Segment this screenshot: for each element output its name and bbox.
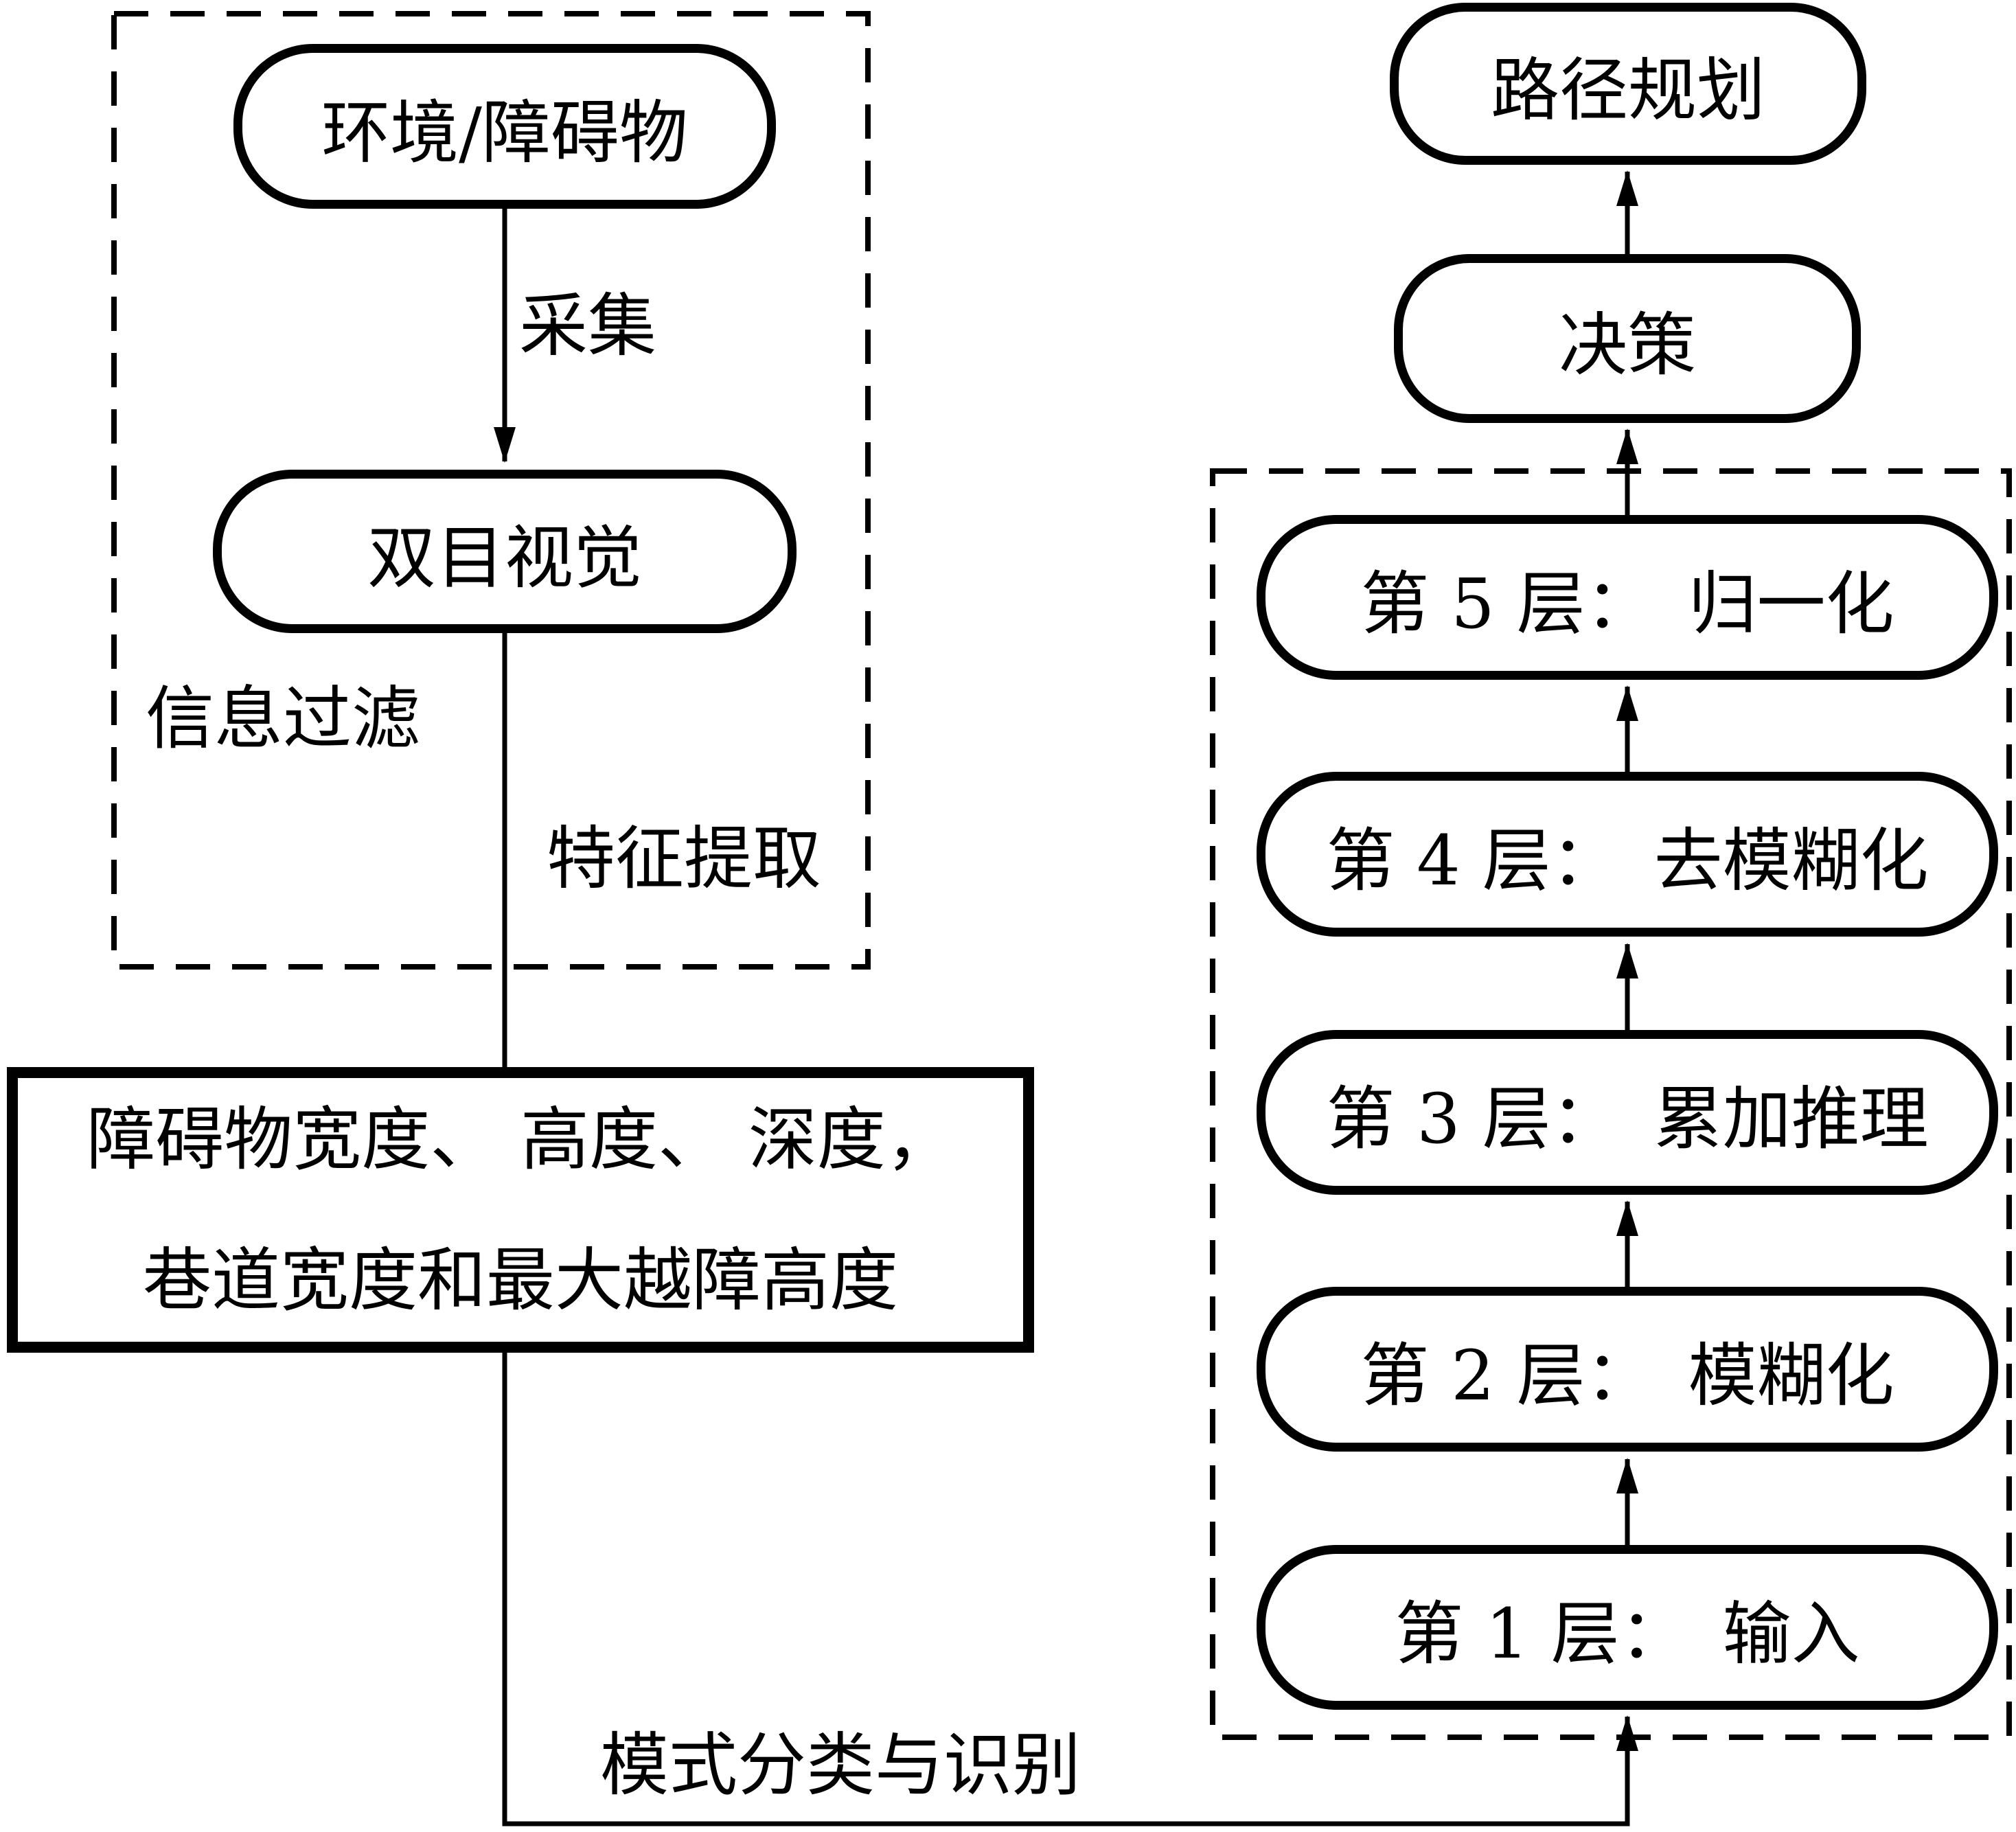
fuzzy-layer-5-node: 第 5 层： 归一化 [1257, 515, 1998, 680]
obstacle-measure-node: 障碍物宽度、 高度、 深度， 巷道宽度和最大越障高度 [7, 1067, 1034, 1353]
fuzzy-layer-4-node: 第 4 层： 去模糊化 [1257, 772, 1998, 937]
fuzzy-layer-1-node: 第 1 层： 输入 [1257, 1545, 1998, 1710]
path-planning-node: 路径规划 [1390, 3, 1866, 165]
decision-node: 决策 [1394, 254, 1861, 423]
binocular-vision-node: 双目视觉 [213, 470, 797, 633]
feature-extract-label: 特征提取 [547, 818, 821, 899]
env-obstacle-node: 环境/障碍物 [233, 44, 776, 209]
measure-node-line2: 巷道宽度和最大越障高度 [143, 1240, 898, 1320]
collect-arrow-label: 采集 [519, 286, 656, 366]
fuzzy-layer-2-node: 第 2 层： 模糊化 [1257, 1287, 1998, 1452]
info-filter-label: 信息过滤 [146, 678, 420, 759]
pattern-classify-label: 模式分类与识别 [600, 1725, 1081, 1805]
measure-node-line1: 障碍物宽度、 高度、 深度， [87, 1099, 954, 1180]
fuzzy-layer-3-node: 第 3 层： 累加推理 [1257, 1030, 1998, 1195]
